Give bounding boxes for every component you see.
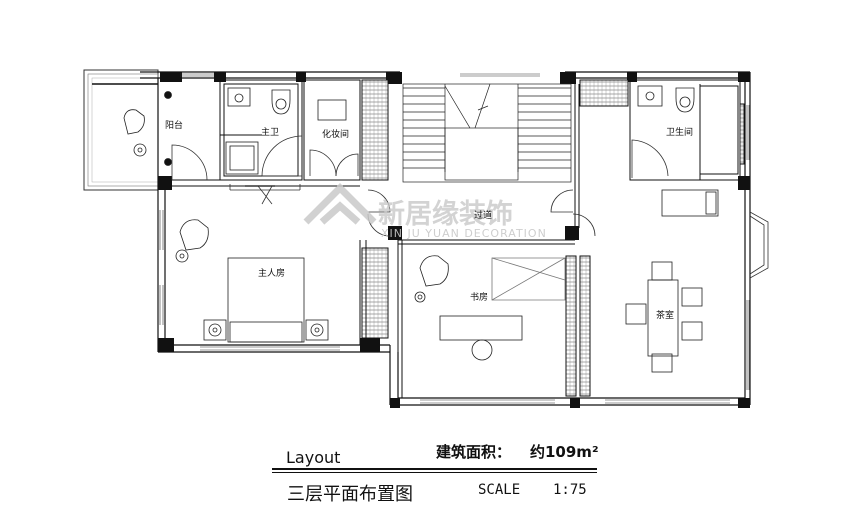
area-value: 约109m²: [530, 443, 599, 461]
interior-walls: [165, 79, 745, 398]
room-label-study: 书房: [470, 291, 488, 303]
staircase: [402, 83, 572, 183]
scale-value: 1:75: [553, 482, 587, 498]
room-label-tea-room: 茶室: [656, 309, 674, 321]
bay-window: [749, 211, 769, 279]
outer-walls: [140, 71, 751, 406]
plan-title: 三层平面布置图: [287, 484, 413, 505]
doors: [171, 135, 669, 237]
scale-label: SCALE: [478, 482, 521, 498]
room-label-master-bath: 主卫: [261, 126, 279, 138]
room-label-corridor: 过道: [474, 209, 492, 221]
balcony-area: [83, 69, 159, 191]
watermark: 新居缘装饰 XIN JU YUAN DECORATION: [303, 183, 547, 240]
title-rule-thin: [272, 472, 597, 473]
furniture: [123, 85, 719, 373]
room-label-balcony: 阳台: [165, 119, 183, 131]
windows: [159, 73, 750, 404]
area-label: 建筑面积：: [436, 443, 512, 461]
room-label-master-bedroom: 主人房: [258, 267, 285, 279]
title-rule: [272, 468, 597, 470]
watermark-brand: 新居缘装饰: [378, 198, 513, 230]
watermark-logo-icon: [303, 183, 377, 225]
watermark-romanized: XIN JU YUAN DECORATION: [381, 227, 547, 240]
room-label-dressing: 化妆间: [322, 128, 349, 140]
layout-caption: Layout: [286, 448, 341, 467]
structural-columns: [158, 72, 750, 408]
room-label-bathroom: 卫生间: [666, 126, 693, 138]
